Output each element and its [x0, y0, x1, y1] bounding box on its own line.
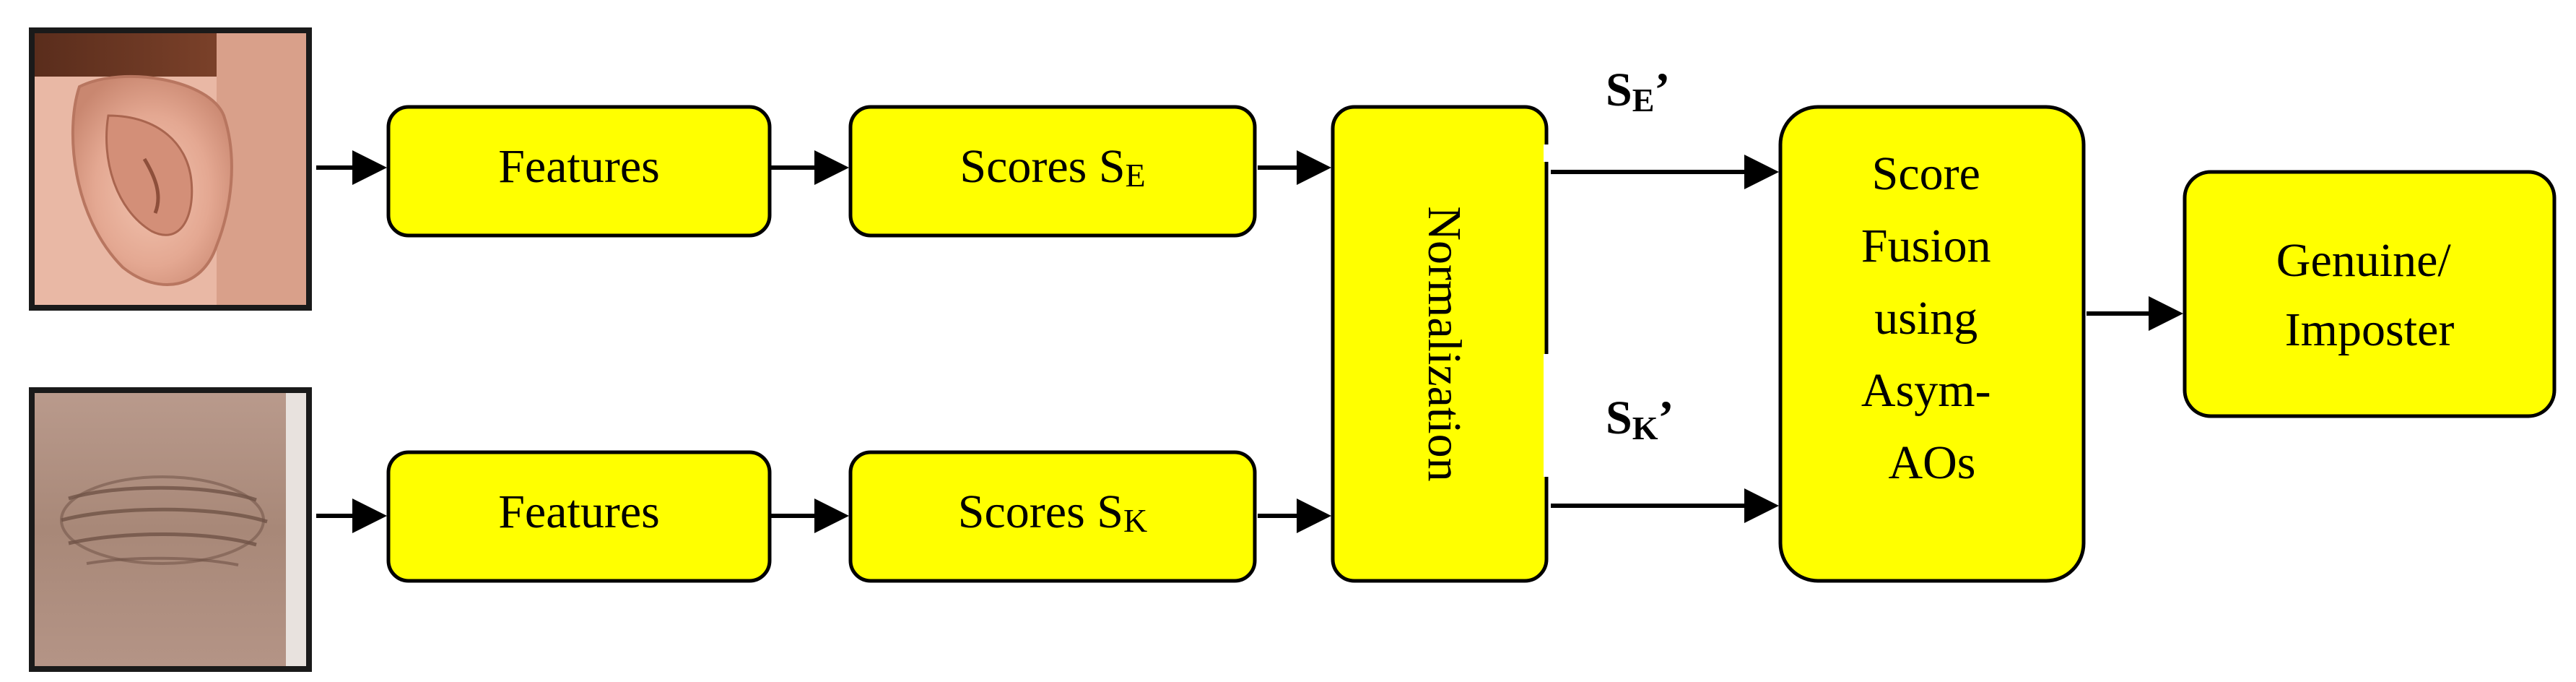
- edge-bottom-main: S: [1606, 392, 1632, 444]
- edge-label-bottom: SK’: [1606, 392, 1674, 446]
- ear-image: [29, 27, 312, 311]
- fusion-line-5: AOs: [1888, 436, 1975, 489]
- scores-box-bottom: Scores SK: [848, 450, 1257, 583]
- fusion-box: Score Fusion using Asym- AOs: [1778, 105, 2086, 583]
- output-line-1: Genuine/: [2276, 234, 2452, 287]
- fusion-line-1: Score: [1872, 147, 1980, 200]
- scores-bottom-main: Scores S: [958, 485, 1123, 538]
- fusion-line-3: using: [1874, 292, 1977, 345]
- output-box: Genuine/ Imposter: [2183, 170, 2557, 418]
- features-box-top: Features: [386, 105, 772, 238]
- edge-bottom-prime: ’: [1658, 392, 1674, 444]
- edge-top-subscript: E: [1632, 82, 1655, 118]
- fusion-line-4: Asym-: [1861, 364, 1991, 417]
- ear-inner-shape: [105, 114, 193, 236]
- normalization-box: Normalization: [1331, 105, 1549, 583]
- normalization-label: Normalization: [1418, 206, 1471, 481]
- scores-box-top: Scores SE: [848, 105, 1257, 238]
- features-label-bottom: Features: [498, 485, 660, 538]
- knuckle-image: [29, 387, 312, 672]
- edge-label-top: SE’: [1606, 64, 1670, 118]
- scores-top-main: Scores S: [960, 140, 1125, 193]
- normalization-edge-gap-top: [1544, 144, 1552, 162]
- scores-top-subscript: E: [1126, 157, 1146, 194]
- output-line-2: Imposter: [2285, 303, 2455, 356]
- normalization-edge-gap-middle: [1544, 354, 1552, 477]
- features-label-top: Features: [498, 140, 660, 193]
- fusion-label: Score Fusion using Asym- AOs: [1861, 147, 2003, 489]
- scores-label-bottom: Scores SK: [958, 485, 1147, 538]
- edge-top-prime: ’: [1654, 64, 1670, 116]
- edge-bottom-subscript: K: [1632, 410, 1658, 446]
- fusion-line-2: Fusion: [1861, 220, 1991, 272]
- scores-label-top: Scores SE: [960, 140, 1145, 193]
- edge-top-main: S: [1606, 64, 1632, 116]
- features-box-bottom: Features: [386, 450, 772, 583]
- scores-bottom-subscript: K: [1123, 502, 1147, 539]
- output-label: Genuine/ Imposter: [2276, 234, 2463, 356]
